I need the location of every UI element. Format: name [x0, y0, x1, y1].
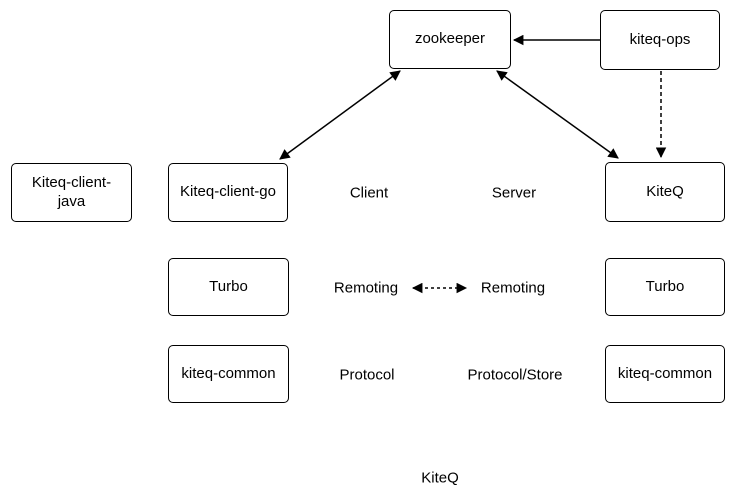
node-zookeeper: zookeeper	[389, 10, 511, 69]
node-turbo-server: Turbo	[605, 258, 725, 316]
node-kiteq-common-client: kiteq-common	[168, 345, 289, 403]
node-kiteq-client-go: Kiteq-client-go	[168, 163, 288, 222]
edge-zookeeper-to-kiteq	[496, 70, 619, 159]
node-kiteq-common-server: kiteq-common	[605, 345, 725, 403]
node-kiteq: KiteQ	[605, 162, 725, 222]
diagram-title: KiteQ	[421, 469, 459, 487]
label-protocol-store: Protocol/Store	[467, 366, 563, 384]
label-client: Client	[349, 184, 389, 202]
label-remoting-server: Remoting	[480, 279, 546, 297]
label-protocol: Protocol	[339, 366, 395, 384]
label-remoting-client: Remoting	[333, 279, 399, 297]
node-turbo-client: Turbo	[168, 258, 289, 316]
edge-zookeeper-to-kiteq-client-go	[279, 70, 401, 160]
node-kiteq-client-java: Kiteq-client- java	[11, 163, 132, 222]
label-server: Server	[491, 184, 537, 202]
node-kiteq-ops: kiteq-ops	[600, 10, 720, 70]
